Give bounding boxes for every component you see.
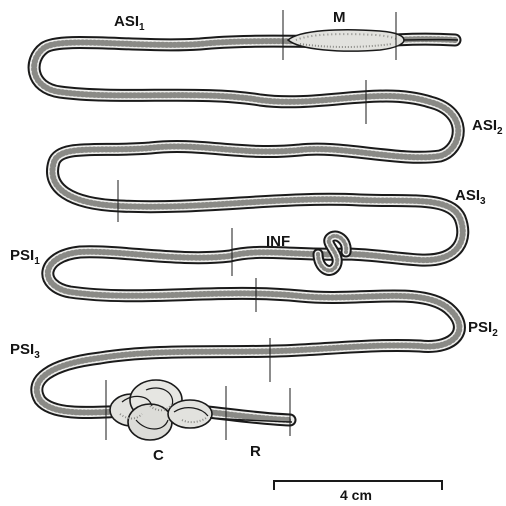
label-psi-2: PSI2 [468, 319, 498, 339]
label-asi-2: ASI2 [472, 117, 503, 137]
label-c: C [153, 447, 164, 464]
label-psi-3: PSI3 [10, 341, 40, 361]
coil-knot [110, 380, 212, 440]
boundary-ticks [106, 10, 396, 440]
label-r: R [250, 443, 261, 460]
inflection-loop [318, 236, 346, 271]
label-psi-1: PSI1 [10, 247, 40, 267]
label-asi-3: ASI3 [455, 187, 486, 207]
intestinal-tract [34, 30, 463, 440]
label-asi-1: ASI1 [114, 13, 145, 33]
muscular-swelling [288, 30, 404, 51]
region-labels: ASI1 M ASI2 ASI3 PSI1 INF PSI2 PSI3 C R [10, 9, 503, 464]
label-inf: INF [266, 233, 290, 250]
scale-bar-label: 4 cm [340, 487, 372, 503]
scale-bar: 4 cm [274, 481, 442, 503]
label-m: M [333, 9, 346, 26]
